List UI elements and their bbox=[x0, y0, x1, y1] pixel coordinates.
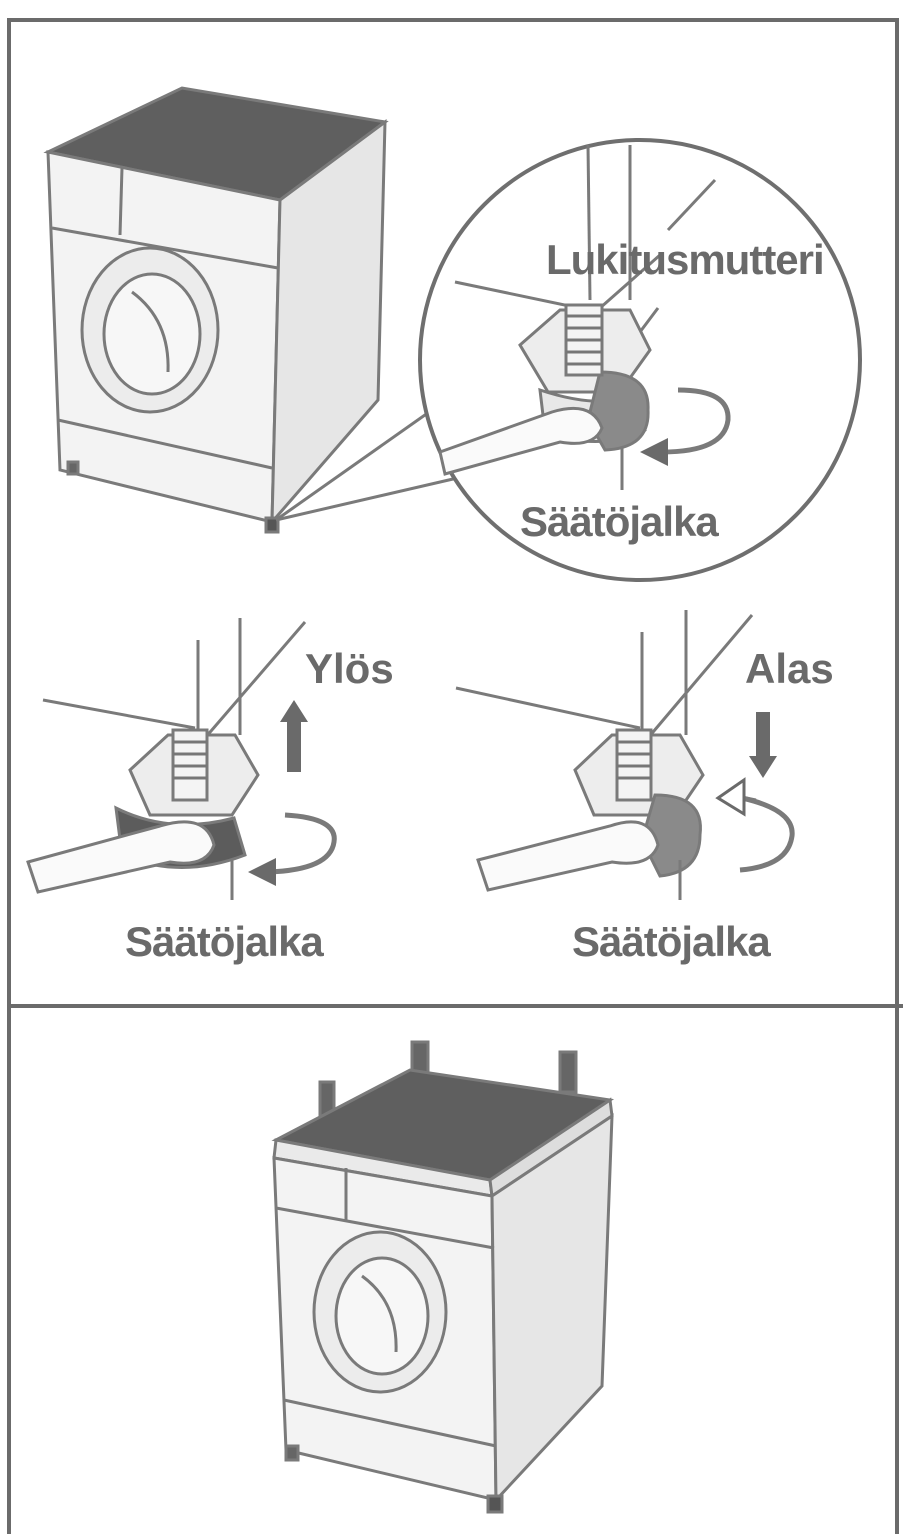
rotate-arrow-up-icon bbox=[248, 858, 276, 886]
up-label: Ylös bbox=[305, 645, 394, 693]
door-glass bbox=[336, 1258, 428, 1374]
adjusting-foot-left-label: Säätöjalka bbox=[125, 918, 323, 966]
rotate-arrow-down-icon bbox=[718, 780, 744, 814]
down-label: Alas bbox=[745, 645, 834, 693]
adjusting-foot-right-label: Säätöjalka bbox=[572, 918, 770, 966]
washing-machine-illustration bbox=[48, 88, 385, 532]
adjust-down-illustration bbox=[456, 610, 792, 900]
up-arrow-icon bbox=[280, 700, 308, 772]
washing-machine-bottom-illustration bbox=[274, 1042, 612, 1512]
down-arrow-icon bbox=[749, 712, 777, 778]
adjusting-foot-detail-label: Säätöjalka bbox=[520, 498, 718, 546]
door-glass bbox=[104, 274, 200, 394]
lock-nut-label: Lukitusmutteri bbox=[546, 236, 824, 284]
